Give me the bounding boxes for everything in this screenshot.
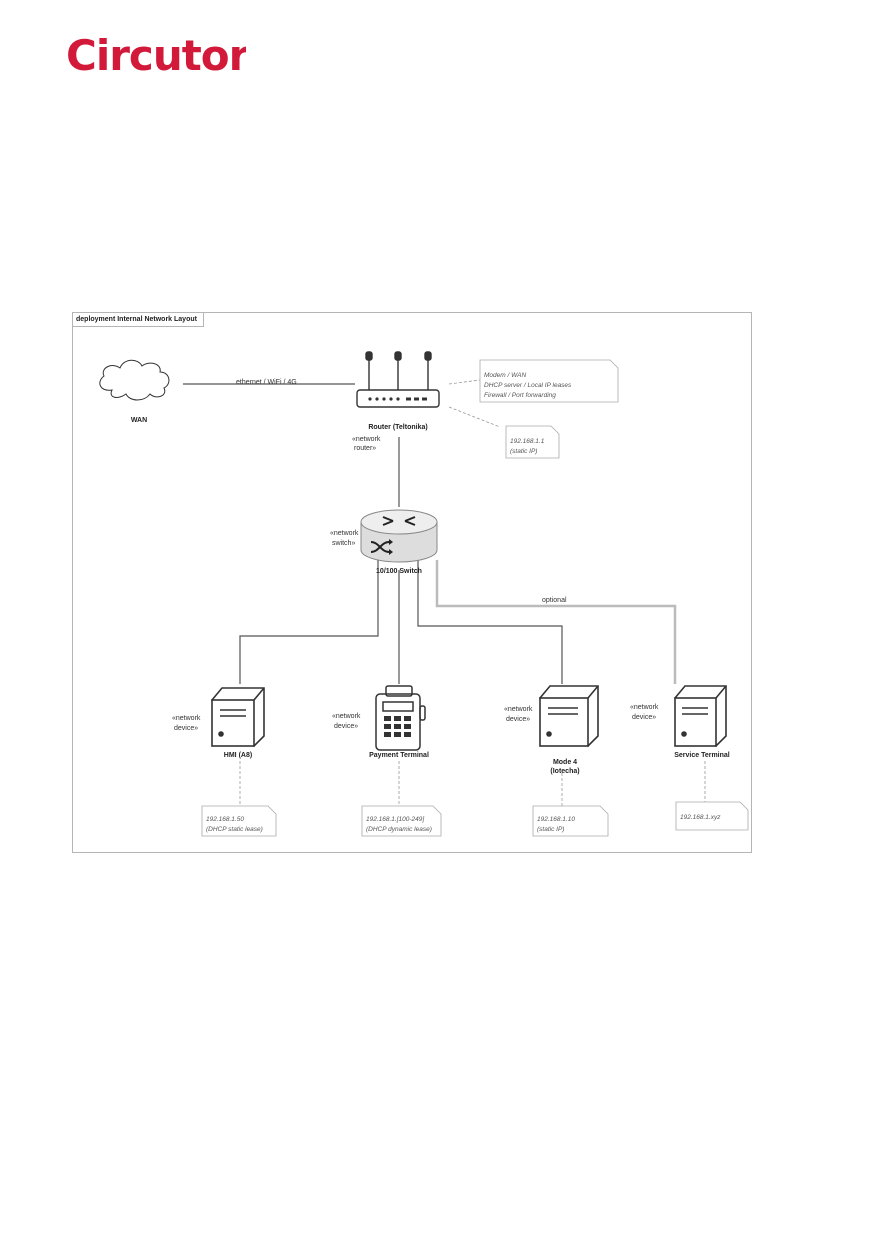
wan-label: WAN bbox=[131, 417, 147, 424]
link-switch-hmi bbox=[239, 560, 379, 684]
svg-text:192.168.1.10: 192.168.1.10 bbox=[537, 816, 575, 823]
link-label-optional: optional bbox=[542, 597, 567, 604]
router-stereotype-1: «network bbox=[352, 436, 381, 443]
router-icon bbox=[356, 351, 440, 408]
hmi-ip-note: 192.168.1.50 (DHCP static lease) bbox=[201, 805, 277, 837]
diagram-frame: deployment Internal Network Layout bbox=[72, 312, 752, 853]
switch-stereotype-2: switch» bbox=[332, 540, 355, 547]
mode4-stereotype-2: device» bbox=[506, 716, 530, 723]
link-label-wan: ethernet / WiFi / 4G bbox=[236, 379, 297, 386]
diagram-title: deployment Internal Network Layout bbox=[73, 313, 204, 327]
switch-label: 10/100 Switch bbox=[376, 568, 422, 575]
svg-text:Firewall / Port forwarding: Firewall / Port forwarding bbox=[484, 392, 556, 399]
payment-ip-note: 192.168.1.[100-249] (DHCP dynamic lease) bbox=[361, 805, 442, 837]
svg-text:(DHCP static lease): (DHCP static lease) bbox=[206, 826, 263, 833]
svg-text:DHCP server / Local IP leases: DHCP server / Local IP leases bbox=[484, 382, 572, 389]
mode4-label-2: (Iotecha) bbox=[550, 768, 579, 775]
circutor-logo: Circutor bbox=[66, 31, 246, 78]
cloud-icon bbox=[99, 359, 170, 401]
service-ip-note: 192.168.1.xyz bbox=[675, 801, 749, 831]
payment-label: Payment Terminal bbox=[369, 752, 429, 759]
service-stereotype-1: «network bbox=[630, 704, 659, 711]
svg-text:192.168.1.1: 192.168.1.1 bbox=[510, 438, 545, 445]
server-icon bbox=[538, 685, 599, 748]
router-label: Router (Teltonika) bbox=[368, 424, 427, 431]
svg-text:(static IP): (static IP) bbox=[537, 826, 564, 833]
mode4-label-1: Mode 4 bbox=[553, 759, 577, 766]
logo-wordmark: Circutor bbox=[66, 31, 246, 78]
payment-terminal-icon bbox=[375, 685, 426, 751]
svg-text:(DHCP dynamic lease): (DHCP dynamic lease) bbox=[366, 826, 432, 833]
svg-text:192.168.1.50: 192.168.1.50 bbox=[206, 816, 244, 823]
mode4-stereotype-1: «network bbox=[504, 706, 533, 713]
service-label: Service Terminal bbox=[674, 752, 730, 759]
switch-icon bbox=[360, 509, 438, 563]
service-stereotype-2: device» bbox=[632, 714, 656, 721]
hmi-stereotype-2: device» bbox=[174, 725, 198, 732]
hmi-label: HMI (A8) bbox=[224, 752, 252, 759]
network-diagram: ethernet / WiFi / 4G optional WAN Router… bbox=[99, 351, 749, 837]
router-ip-note: 192.168.1.1 (static IP) bbox=[505, 425, 560, 459]
server-icon bbox=[673, 685, 727, 748]
svg-text:192.168.1.xyz: 192.168.1.xyz bbox=[680, 814, 721, 821]
hmi-stereotype-1: «network bbox=[172, 715, 201, 722]
svg-text:Modem / WAN: Modem / WAN bbox=[484, 372, 526, 379]
router-stereotype-2: router» bbox=[354, 445, 376, 452]
link-switch-mode4 bbox=[417, 560, 563, 684]
svg-text:(static IP): (static IP) bbox=[510, 448, 537, 455]
router-roles-note: Modem / WAN DHCP server / Local IP lease… bbox=[479, 359, 619, 403]
switch-stereotype-1: «network bbox=[330, 530, 359, 537]
payment-stereotype-2: device» bbox=[334, 723, 358, 730]
mode4-ip-note: 192.168.1.10 (static IP) bbox=[532, 805, 609, 837]
server-icon bbox=[210, 687, 265, 748]
link-switch-service-optional bbox=[435, 560, 677, 684]
payment-stereotype-1: «network bbox=[332, 713, 361, 720]
svg-text:192.168.1.[100-249]: 192.168.1.[100-249] bbox=[366, 816, 424, 823]
